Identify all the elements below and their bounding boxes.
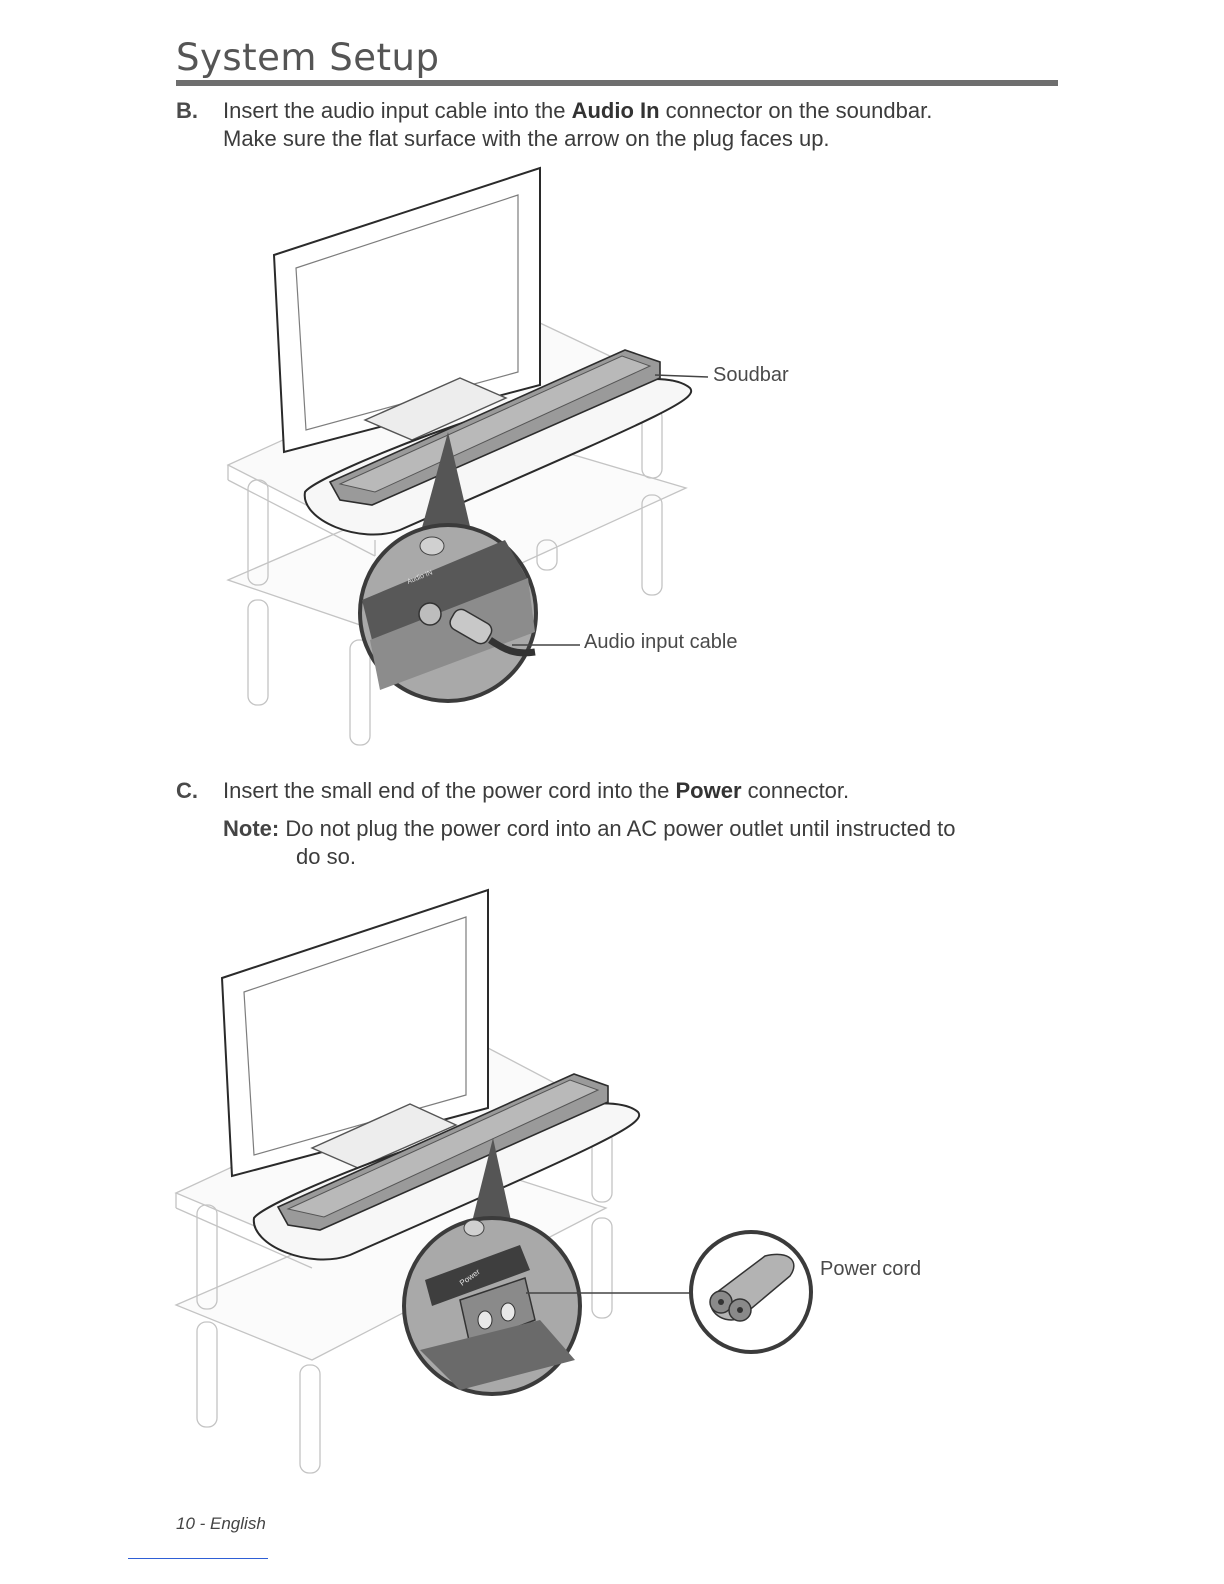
step-b-letter: B. xyxy=(176,98,198,123)
title-rule xyxy=(176,80,1058,86)
page-title: System Setup xyxy=(176,36,440,79)
soundbar-1 xyxy=(303,349,693,536)
power-bold: Power xyxy=(675,778,742,803)
step-b-line2: Make sure the flat surface with the arro… xyxy=(223,126,830,151)
soundbar-leader xyxy=(654,374,709,378)
step-c-line1-pre: Insert the small end of the power cord i… xyxy=(223,778,676,803)
power-cord-zoom xyxy=(689,1230,813,1354)
note-label: Note: xyxy=(223,816,280,841)
step-c-line1: Insert the small end of the power cord i… xyxy=(223,777,849,805)
note-line1: Do not plug the power cord into an AC po… xyxy=(285,816,956,841)
step-c-letter: C. xyxy=(176,778,198,803)
bottom-blue-line xyxy=(128,1558,268,1559)
step-b-line1-pre: Insert the audio input cable into the xyxy=(223,98,572,123)
note: Note: Do not plug the power cord into an… xyxy=(223,815,956,843)
page-footer: 10 - English xyxy=(176,1514,266,1533)
audio-input-cable-label: Audio input cable xyxy=(584,631,738,653)
step-b-line1: Insert the audio input cable into the Au… xyxy=(223,97,932,125)
tv-2 xyxy=(220,888,489,1178)
soundbar-label: Soudbar xyxy=(713,364,789,386)
audio-in-bold: Audio In xyxy=(571,98,660,123)
tv-1 xyxy=(272,166,541,454)
power-cord-label: Power cord xyxy=(820,1258,922,1280)
note-cont: do so. xyxy=(296,843,356,871)
zoom-wedge-1 xyxy=(420,432,472,535)
audio-in-zoom: Audio IN xyxy=(358,523,538,703)
power-zoom: Power xyxy=(402,1216,582,1396)
note-line2: do so. xyxy=(296,844,356,869)
step-c-line1-post: connector. xyxy=(741,778,850,803)
soundbar-2 xyxy=(252,1073,641,1261)
step-b-line1-post: connector on the soundbar. xyxy=(659,98,933,123)
